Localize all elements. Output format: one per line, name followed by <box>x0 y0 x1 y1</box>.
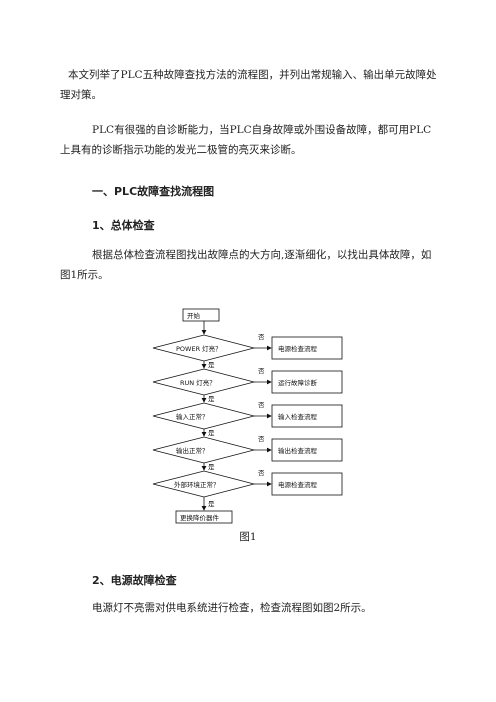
overall-paragraph: 根据总体检查流程图找出故障点的大方向,逐渐细化，以找出具体故障，如图1所示。 <box>60 249 432 281</box>
label-no-1: 否 <box>258 333 265 341</box>
svg-text:外部环境正常？: 外部环境正常？ <box>174 480 220 489</box>
label-yes-3: 是 <box>208 429 215 437</box>
svg-text:RUN 灯亮？: RUN 灯亮？ <box>180 378 216 387</box>
figure-caption: 图1 <box>239 531 257 543</box>
subsection-heading-power: 2、电源故障检查 <box>92 574 177 587</box>
label-yes-4: 是 <box>208 463 215 471</box>
label-no-2: 否 <box>258 367 265 375</box>
flowchart-action-4: 输出检查流程 <box>271 438 343 462</box>
label-no-5: 否 <box>258 469 265 477</box>
svg-text:输出检查流程: 输出检查流程 <box>278 446 318 455</box>
flowchart-action-1: 电源检查流程 <box>271 336 343 360</box>
flowchart-end: 更换降价器件 <box>175 510 233 524</box>
label-no-4: 否 <box>258 435 265 443</box>
svg-text:更换降价器件: 更换降价器件 <box>180 513 220 522</box>
label-yes-5: 是 <box>208 500 215 508</box>
label-yes-1: 是 <box>208 361 215 369</box>
flowchart-decision-1: POWER 灯亮？ <box>152 334 256 362</box>
svg-text:运行故障诊断: 运行故障诊断 <box>278 378 318 387</box>
svg-text:POWER 灯亮？: POWER 灯亮？ <box>176 344 222 353</box>
svg-text:输出正常？: 输出正常？ <box>176 446 209 455</box>
flowchart-action-2: 运行故障诊断 <box>271 370 343 394</box>
svg-text:输入检查流程: 输入检查流程 <box>278 412 318 421</box>
power-paragraph: 电源灯不亮需对供电系统进行检查，检查流程图如图2所示。 <box>92 602 372 614</box>
intro-paragraph: 本文列举了PLC五种故障查找方法的流程图，并列出常规输入、输出单元故障处理对策。 <box>60 69 437 101</box>
section-heading: 一、PLC故障查找流程图 <box>92 185 215 198</box>
flowchart-action-5: 电源检查流程 <box>271 472 343 496</box>
svg-text:电源检查流程: 电源检查流程 <box>278 480 318 489</box>
flowchart-action-3: 输入检查流程 <box>271 404 343 428</box>
label-yes-2: 是 <box>208 395 215 403</box>
flowchart-decision-2: RUN 灯亮？ <box>152 368 256 396</box>
flowchart-decision-3: 输入正常？ <box>152 402 256 430</box>
label-no-3: 否 <box>258 401 265 409</box>
svg-text:开始: 开始 <box>187 311 201 320</box>
svg-text:输入正常？: 输入正常？ <box>176 412 209 421</box>
diagnose-paragraph: PLC有很强的自诊断能力，当PLC自身故障或外围设备故障，都可用PLC上具有的诊… <box>60 124 432 156</box>
flowchart-start: 开始 <box>182 308 220 322</box>
flowchart-decision-5: 外部环境正常？ <box>152 470 256 498</box>
subsection-heading-overall: 1、总体检查 <box>92 219 155 232</box>
flowchart-figure: 开始 POWER 灯亮？ 电源检查流程 RUN 灯亮？ 运行故障诊断 输入正常？… <box>152 308 343 524</box>
flowchart-decision-4: 输出正常？ <box>152 436 256 464</box>
flowchart-connectors <box>201 321 272 511</box>
svg-text:电源检查流程: 电源检查流程 <box>278 344 318 353</box>
